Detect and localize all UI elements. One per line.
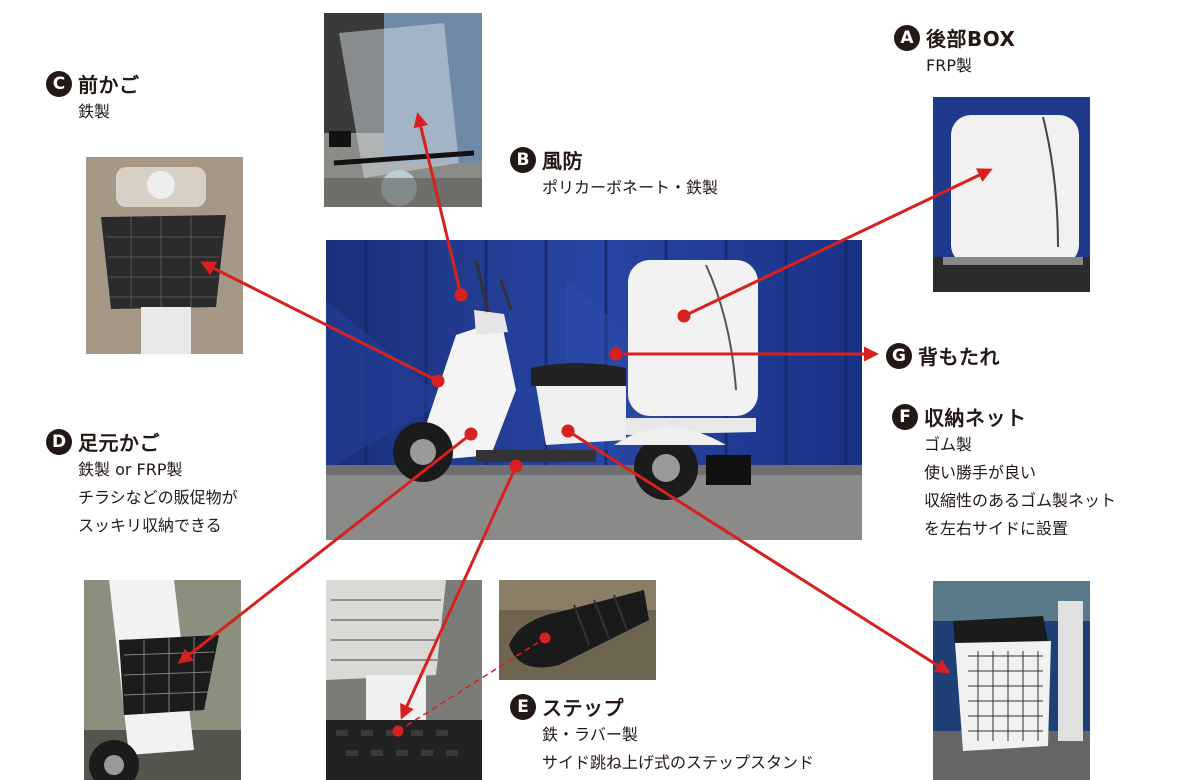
rear-box-photo xyxy=(933,97,1090,292)
storage-net-desc-3: 収縮性のあるゴム製ネット xyxy=(924,491,1117,510)
step-title: ステップ xyxy=(542,696,624,720)
label-backrest: G 背もたれ xyxy=(886,341,1000,370)
badge-a: A xyxy=(894,24,920,51)
storage-net-desc-1: ゴム製 xyxy=(924,435,973,454)
backrest-title: 背もたれ xyxy=(918,345,1000,369)
storage-net-desc-4: を左右サイドに設置 xyxy=(924,519,1069,538)
badge-f: F xyxy=(892,403,918,430)
label-step: E ステップ 鉄・ラバー製 サイド跳ね上げ式のステップスタンド xyxy=(510,692,814,777)
front-basket-title: 前かご xyxy=(78,73,140,97)
windshield-title: 風防 xyxy=(542,149,583,173)
label-foot-basket: D 足元かご 鉄製 or FRP製 チラシなどの販促物が スッキリ収納できる xyxy=(46,427,238,540)
storage-net-photo xyxy=(933,581,1090,780)
step-desc-2: サイド跳ね上げ式のステップスタンド xyxy=(542,753,815,772)
windshield-photo xyxy=(324,13,482,207)
step-desc-1: 鉄・ラバー製 xyxy=(542,725,638,744)
front-basket-photo xyxy=(86,157,243,354)
label-front-basket: C 前かご 鉄製 xyxy=(46,69,140,126)
front-basket-desc-1: 鉄製 xyxy=(78,102,111,121)
foot-basket-photo xyxy=(84,580,241,780)
step-stand-photo xyxy=(499,580,656,680)
badge-c: C xyxy=(46,70,72,97)
main-scooter-photo xyxy=(326,240,862,540)
label-rear-box: A 後部BOX FRP製 xyxy=(894,23,1015,80)
foot-basket-desc-3: スッキリ収納できる xyxy=(78,516,222,535)
foot-basket-desc-2: チラシなどの販促物が xyxy=(78,488,238,507)
label-storage-net: F 収納ネット ゴム製 使い勝手が良い 収縮性のあるゴム製ネット を左右サイドに… xyxy=(892,402,1116,543)
badge-g: G xyxy=(886,342,912,369)
badge-b: B xyxy=(510,146,536,173)
label-windshield: B 風防 ポリカーボネート・鉄製 xyxy=(510,145,718,202)
foot-basket-desc-1: 鉄製 or FRP製 xyxy=(78,460,183,479)
storage-net-title: 収納ネット xyxy=(924,406,1027,430)
windshield-desc-1: ポリカーボネート・鉄製 xyxy=(542,178,719,197)
badge-e: E xyxy=(510,693,536,720)
rear-box-desc-1: FRP製 xyxy=(926,56,972,75)
rear-box-title: 後部BOX xyxy=(926,27,1016,51)
step-floor-photo xyxy=(326,580,482,780)
badge-d: D xyxy=(46,428,72,455)
foot-basket-title: 足元かご xyxy=(78,431,160,455)
storage-net-desc-2: 使い勝手が良い xyxy=(924,463,1037,482)
